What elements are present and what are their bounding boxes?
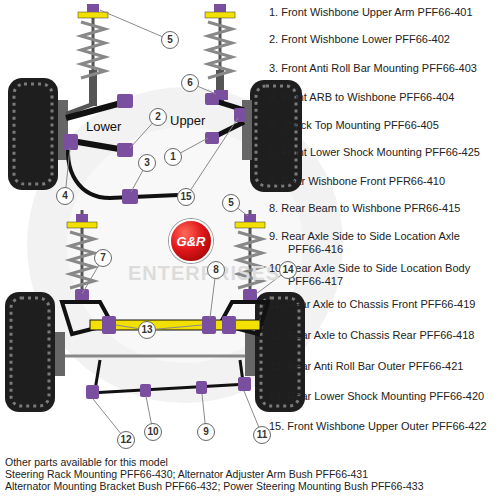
callout-circle: 3 — [138, 154, 156, 172]
callout-circle: 1 — [164, 148, 182, 166]
callout-number: 2 — [155, 112, 161, 122]
callout-circle: 7 — [94, 249, 112, 267]
part-list-item: 6. Front Lower Shock Mounting PFF66-425 — [268, 146, 498, 159]
rear-anti-roll-bar — [86, 360, 251, 399]
callout-circle: 2 — [149, 108, 167, 126]
callout-circle: 6 — [181, 74, 199, 92]
callout-circle: 13 — [138, 321, 156, 339]
part-list-item: 8. Rear Beam to Wishbone PFR66-415 — [268, 202, 498, 215]
callout-circle: 15 — [177, 188, 195, 206]
callout-number: 4 — [62, 191, 68, 201]
callout-number: 7 — [100, 253, 106, 263]
rear-right-hub — [245, 332, 255, 376]
callout-number: 8 — [213, 265, 219, 275]
rear-left-tyre — [5, 292, 55, 412]
part-list-item: 12. Rear Axle to Chassis Rear PFF66-418 — [268, 329, 498, 342]
callout-number: 5 — [167, 35, 173, 45]
part-list-item: 1. Front Wishbone Upper Arm PFF66-401 — [268, 6, 498, 19]
callout-circle: 5 — [222, 194, 240, 212]
part-list-item: 3. Front Anti Roll Bar Mounting PFF66-40… — [268, 62, 498, 75]
rear-axle — [65, 355, 245, 358]
callout-circle: 8 — [207, 261, 225, 279]
callout-number: 12 — [120, 435, 131, 445]
front-right-strut — [205, 4, 235, 102]
arm-label: Upper — [170, 113, 220, 128]
callout-number: 14 — [282, 265, 293, 275]
part-list-item: 15. Front Wishbone Upper Outer PFF66-422 — [268, 420, 498, 433]
arm-label: Lower — [86, 119, 136, 134]
rear-left-hub — [55, 332, 65, 376]
callout-circle: 12 — [117, 431, 135, 449]
note-text: Alternator Mounting Bracket Bush PFF66-4… — [5, 480, 495, 492]
rear-right-strut — [235, 210, 265, 301]
callout-number: 6 — [187, 78, 193, 88]
callout-number: 3 — [144, 158, 150, 168]
note-text: Steering Rack Mounting PFF66-430; Altern… — [5, 468, 495, 480]
note-text: Other parts available for this model — [5, 456, 495, 468]
leader-lines — [65, 10, 288, 440]
front-left-tyre — [8, 78, 58, 190]
front-anti-roll-bar — [63, 134, 178, 204]
callout-number: 5 — [228, 198, 234, 208]
front-left-strut — [66, 4, 108, 114]
callout-number: 9 — [203, 427, 209, 437]
part-list-item: 7. Rear Wishbone Front PFR66-410 — [268, 175, 498, 188]
rear-beam — [90, 316, 260, 334]
callout-circle: 11 — [253, 426, 271, 444]
part-list-item: 14. Rear Lower Shock Mounting PFF66-420 — [268, 390, 498, 403]
part-list-item: 5. Shock Top Mounting PFF66-405 — [268, 119, 498, 132]
callout-circle: 9 — [197, 423, 215, 441]
callout-number: 10 — [147, 427, 158, 437]
part-list-item: 10. Rear Axle Side to Side Location Body… — [268, 262, 498, 288]
part-list-item: 11. Rear Axle to Chassis Front PFF66-419 — [268, 298, 498, 311]
rear-left-strut — [67, 210, 97, 301]
callout-circle: 5 — [161, 31, 179, 49]
logo-text: G&R — [177, 235, 206, 248]
logo-badge: G&R — [169, 219, 213, 263]
part-list-item: 2. Front Wishbone Lower PFF66-402 — [268, 33, 498, 46]
callout-number: 15 — [180, 192, 191, 202]
callout-circle: 4 — [56, 187, 74, 205]
part-list-item: 4. Front ARB to Wishbone PFF66-404 — [268, 91, 498, 104]
callout-circle: 10 — [144, 423, 162, 441]
part-list-item: 9. Rear Axle Side to Side Location Axle … — [268, 230, 498, 256]
callout-number: 13 — [141, 325, 152, 335]
callout-number: 11 — [257, 430, 268, 440]
part-list-item: 13. Rear Anti Roll Bar Outer PFF66-421 — [268, 360, 498, 373]
callout-number: 1 — [170, 152, 176, 162]
callout-circle: 14 — [279, 261, 297, 279]
